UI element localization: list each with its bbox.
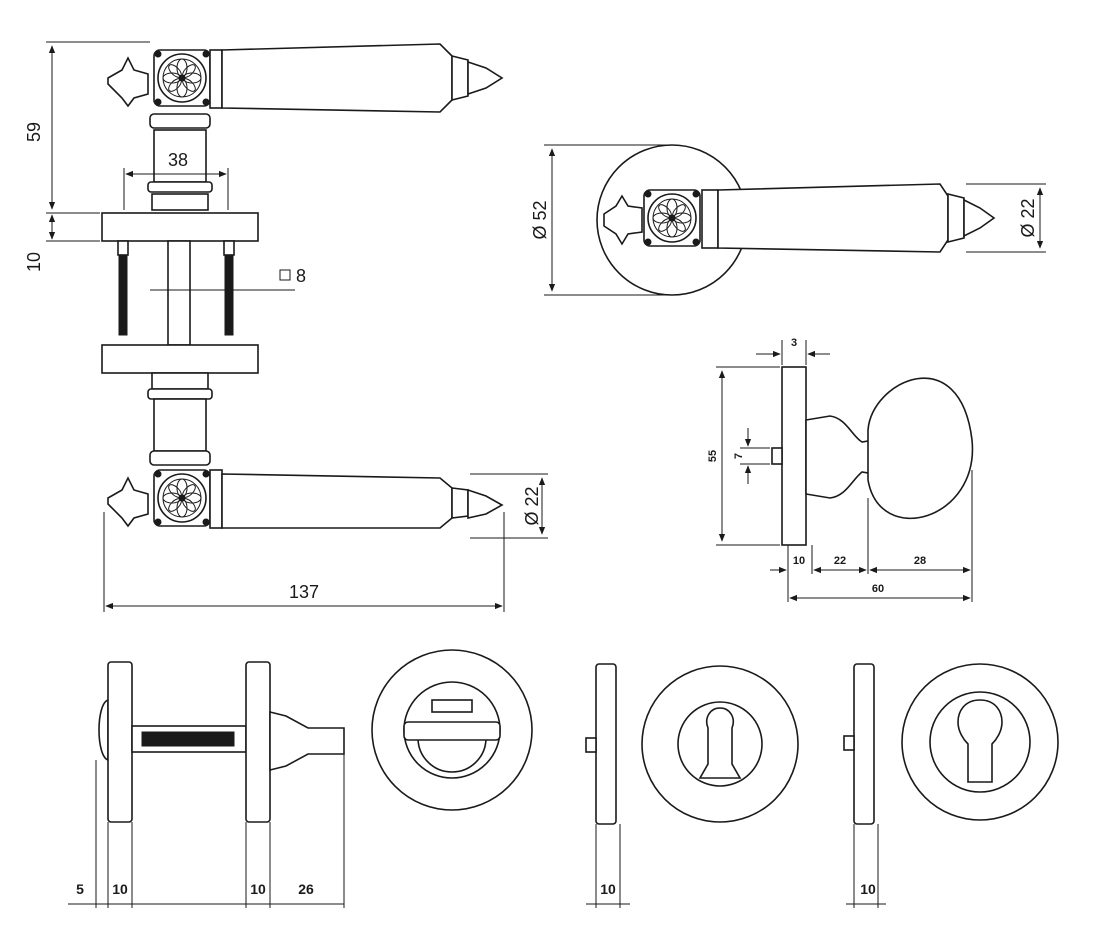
- knob-dimensions: 3 55 7 10 22 28 60: [707, 337, 973, 602]
- dim-5: 5: [76, 881, 84, 897]
- dim-rose-10: 10: [24, 252, 44, 272]
- bathroom-dimensions: 5 10 10 26: [68, 754, 345, 908]
- upper-lever: [107, 43, 504, 211]
- dim-height-59: 59: [24, 122, 44, 142]
- lower-rose: [101, 344, 259, 374]
- lever-top-dimensions: Ø 52 Ø 22: [530, 144, 1046, 296]
- dim-height-55: 55: [707, 450, 719, 462]
- dim-spindle-8: 8: [296, 266, 306, 286]
- dim-rose-10-knob: 10: [793, 555, 805, 567]
- dim-keyhole-10: 10: [600, 881, 616, 897]
- lever-front-view: 59 10 38 8 Ø 22 137: [24, 41, 548, 612]
- dim-rose-52: Ø 52: [530, 200, 550, 239]
- dim-10-left: 10: [112, 881, 128, 897]
- dim-total-60: 60: [872, 583, 884, 595]
- lever-top-view: Ø 52 Ø 22: [530, 144, 1046, 296]
- dim-cylinder-10: 10: [860, 881, 876, 897]
- oval-knob-head: [867, 377, 974, 520]
- dim-plate-3: 3: [791, 337, 797, 349]
- dim-neck-22: 22: [834, 555, 846, 567]
- knob-rose-plate: [781, 366, 807, 546]
- dim-width-38: 38: [168, 150, 188, 170]
- euro-cylinder-icon: [957, 699, 1003, 783]
- dim-26: 26: [298, 881, 314, 897]
- dim-grip-22: Ø 22: [522, 486, 542, 525]
- dim-offset-7: 7: [733, 453, 745, 459]
- lower-lever: [107, 372, 504, 529]
- cylinder-escutcheon: 10: [843, 663, 1059, 908]
- lever-front-dimensions: 59 10 38 8 Ø 22 137: [24, 41, 548, 612]
- dim-10-right: 10: [250, 881, 266, 897]
- dim-length-137: 137: [289, 582, 319, 602]
- dim-grip-22-top: Ø 22: [1018, 198, 1038, 237]
- upper-rose: [101, 212, 259, 242]
- bathroom-turn-side-view: 5 10 10 26: [68, 661, 345, 908]
- bathroom-turn-front-view: [371, 649, 533, 811]
- spindle-assembly: [117, 240, 295, 346]
- keyhole-icon: [698, 707, 742, 779]
- knob-side-view: 3 55 7 10 22 28 60: [707, 337, 974, 602]
- dim-head-28: 28: [914, 555, 926, 567]
- keyhole-escutcheon: 10: [585, 663, 799, 908]
